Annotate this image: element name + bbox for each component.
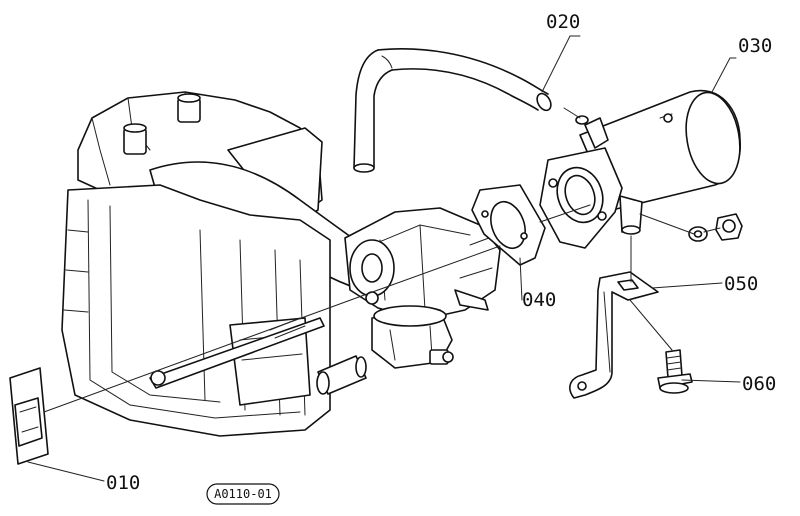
assembly-lines <box>43 107 721 413</box>
reference-code-badge: A0110-01 <box>206 483 280 505</box>
callout-030: 030 <box>738 35 772 57</box>
callout-010: 010 <box>106 472 140 494</box>
callout-050: 050 <box>724 273 758 295</box>
callout-020: 020 <box>546 11 580 33</box>
callout-060: 060 <box>742 373 776 395</box>
part-040-gasket <box>471 184 546 266</box>
part-030-intake <box>539 89 741 249</box>
part-050-bracket <box>569 271 659 399</box>
nut-and-washer <box>688 213 743 242</box>
part-020-hose <box>353 48 552 173</box>
reference-code: A0110-01 <box>214 487 272 501</box>
part-060-bolt <box>657 349 693 394</box>
engine-assembly <box>61 91 373 437</box>
callout-leaders <box>27 35 741 482</box>
carburetor-assembly <box>316 207 506 395</box>
callout-040: 040 <box>522 289 556 311</box>
part-010-shield <box>9 367 49 465</box>
